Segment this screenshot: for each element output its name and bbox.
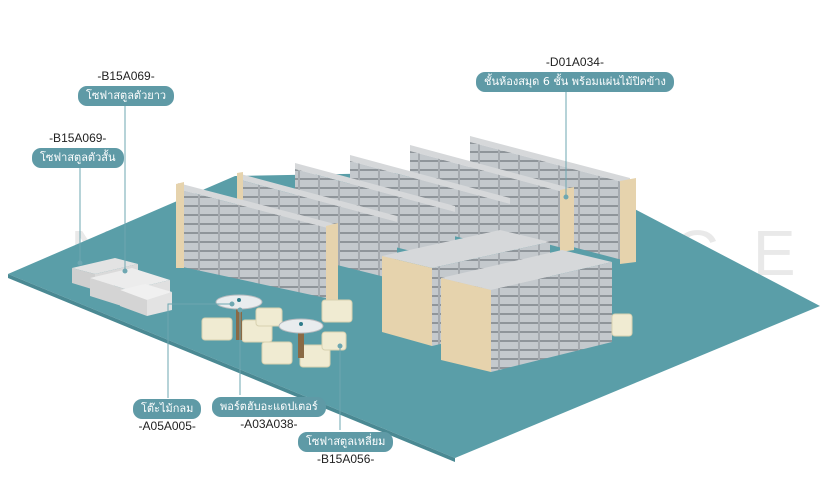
callout-power-station: พอร์ตฮับอะแดปเตอร์ -A03A038-	[212, 395, 326, 432]
callout-sofa-long: -B15A069- โซฟาสตูลตัวยาว	[78, 69, 175, 106]
callout-sofa-short: -B15A069- โซฟาสตูลตัวสั้น	[32, 131, 124, 168]
product-name-badge: ชั้นห้องสมุด 6 ชั้น พร้อมแผ่นไม้ปิดข้าง	[476, 72, 674, 92]
product-code: -B15A069-	[97, 69, 155, 83]
product-code: -D01A034-	[545, 55, 604, 69]
leader-lines	[77, 92, 569, 430]
round-table-2	[278, 318, 324, 358]
product-name-badge: พอร์ตฮับอะแดปเตอร์	[212, 397, 326, 417]
product-code: -A05A005-	[138, 419, 196, 433]
product-name-badge: โซฟาสตูลตัวยาว	[78, 86, 175, 106]
product-code: -B15A069-	[49, 131, 107, 145]
product-code: -B15A056-	[317, 452, 375, 466]
product-name-badge: โซฟาสตูลตัวสั้น	[32, 148, 124, 168]
product-code: -A03A038-	[240, 417, 298, 431]
callout-library-shelf: -D01A034- ชั้นห้องสมุด 6 ชั้น พร้อมแผ่นไ…	[476, 55, 674, 92]
product-name-badge: โต๊ะไม้กลม	[133, 399, 202, 419]
shelving-block-front	[441, 250, 612, 372]
floor-edge	[8, 274, 455, 462]
callout-sofa-square: โซฟาสตูลเหลี่ยม -B15A056-	[298, 430, 394, 467]
product-name-badge: โซฟาสตูลเหลี่ยม	[298, 432, 394, 452]
shelving-row-6	[176, 182, 338, 318]
callout-round-table: โต๊ะไม้กลม -A05A005-	[133, 397, 202, 434]
